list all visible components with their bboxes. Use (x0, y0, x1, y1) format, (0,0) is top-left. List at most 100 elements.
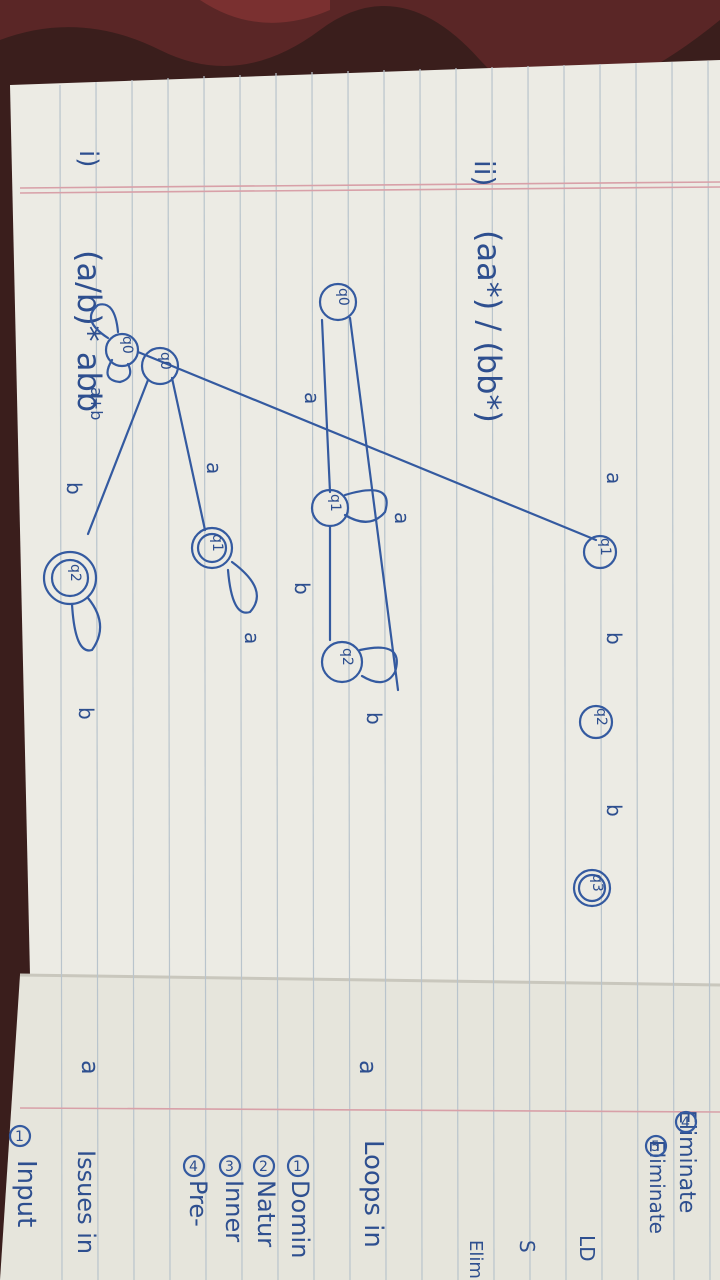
problem-2-label: ii) (468, 160, 501, 186)
dfa2-q1-inner (196, 532, 228, 564)
dfa2-q0-circle (140, 346, 180, 386)
margin-line-bottom (19, 1107, 720, 1113)
dfa1-state-q0-text: q0 (335, 288, 351, 306)
p1-state-q1: q1 (597, 538, 613, 556)
p1-transition-0-text: a (602, 472, 626, 484)
next-page-text-9: Pre- (184, 1180, 212, 1227)
next-page-item-8: Domin (286, 1180, 314, 1258)
next-page-text-7: Natur (252, 1180, 280, 1247)
next-page-item-14: Input (11, 1160, 41, 1227)
dfa1-q0-circle (318, 282, 358, 322)
dfa1-state-q2-text: q2 (339, 648, 355, 666)
p1-transition-0: a (602, 472, 626, 484)
next-page-text-14: Elim (465, 1240, 486, 1279)
dfa2-label-0-text: a (202, 462, 226, 474)
p1-loop-label: a+b (87, 387, 106, 420)
next-page-item-10: Inner (220, 1180, 248, 1242)
dfa2-q2-inner (50, 558, 90, 598)
problem-1-label-group: i) (73, 150, 103, 167)
next-page-item-7: a (354, 1060, 382, 1075)
dfa2-state-q2: q2 (67, 564, 83, 582)
dfa1-self-loop-q1 (343, 489, 388, 523)
notebook-page-next (0, 975, 720, 1280)
p1-transition-2-text: b (602, 804, 626, 817)
problem-1-label: i) (73, 150, 103, 167)
dfa1-label-3-text: b (362, 712, 386, 725)
problem-1-expression-group: (a/b)* abb (70, 250, 108, 412)
next-page-number-circles: 4 5 1 2 3 4 1 (8, 1110, 698, 1178)
dfa1-q2-circle (320, 640, 364, 684)
dfa1-state-q1: q1 (327, 494, 343, 512)
dfa2-self-loop-q2 (70, 596, 102, 652)
next-page-text-8: Inner (220, 1180, 248, 1242)
self-loop-q0 (89, 303, 120, 340)
dfa2-label-3: b (74, 707, 98, 720)
dfa2-state-q1-text: q1 (209, 534, 225, 552)
dfa1-state-q1-text: q1 (327, 494, 343, 512)
p1-state-q2: q2 (593, 708, 609, 726)
state-q3-circle (572, 868, 612, 908)
next-page-item-11: Pre- (184, 1180, 212, 1227)
dfa1-label-1: a (390, 512, 414, 524)
margin-line-top-2 (19, 186, 720, 194)
dfa2-label-3-text: b (74, 707, 98, 720)
dfa1-edge-q0-q1 (320, 318, 332, 494)
num-c: 3 (225, 1159, 234, 1175)
p1-state-q1-text: q1 (597, 538, 613, 556)
dfa2-state-q0-text: q0 (157, 352, 173, 370)
num-4: 4 (681, 1115, 690, 1131)
next-page-text-11: a (76, 1060, 104, 1075)
state-q2-circle (578, 704, 614, 740)
next-page-item-5: Elim (465, 1240, 486, 1279)
num-b: 2 (259, 1159, 268, 1175)
next-page-item-12: Issues in (72, 1150, 100, 1254)
next-page-item-13: a (76, 1060, 104, 1075)
dfa2-q2-circle (42, 550, 98, 606)
dfa2-label-0: a (202, 462, 226, 474)
ruled-lines (59, 60, 711, 1280)
num-circle-b (252, 1154, 276, 1178)
dfa1-label-1-text: a (390, 512, 414, 524)
next-page-item-3: LD (575, 1235, 599, 1262)
self-loop-q0-b (106, 358, 132, 384)
p1-state-q0: q0 (119, 336, 135, 354)
p1-transition-2: b (602, 804, 626, 817)
dfa1-label-3: b (362, 712, 386, 725)
dfa2-label-2: b (62, 482, 86, 495)
next-page-text-13: S (515, 1240, 539, 1253)
next-page-text-12: Input (11, 1160, 41, 1227)
dfa1-label-0-text: a (300, 392, 324, 404)
dfa2-state-q2-text: q2 (67, 564, 83, 582)
num-d: 4 (189, 1159, 198, 1175)
p1-state-q3-text: q3 (589, 874, 605, 892)
dfa1-label-2: b (290, 582, 314, 595)
num-5: 5 (651, 1139, 660, 1155)
num-circle-e (8, 1124, 32, 1148)
p1-loop-label-text: a+b (87, 387, 106, 420)
num-circle-c (218, 1154, 242, 1178)
num-circle-a (286, 1154, 310, 1178)
p1-state-q2-text: q2 (593, 708, 609, 726)
next-page-text-5: Loops in (358, 1140, 388, 1248)
problem-2-expression-group: (aa*) / (bb*) (470, 230, 508, 423)
dfa1-state-q0: q0 (335, 288, 351, 306)
problem-2-label-group: ii) (468, 160, 501, 186)
problem-2-expression: (aa*) / (bb*) (470, 230, 508, 423)
dfa1-edge-q0-q2 (348, 316, 400, 692)
problem-1-expression: (a/b)* abb (70, 250, 108, 412)
margin-line-top (19, 181, 720, 189)
fabric-pattern-2 (200, 0, 330, 23)
p1-transition-1-text: b (602, 632, 626, 645)
state-q1-circle (582, 534, 618, 570)
next-page-item-9: Natur (252, 1180, 280, 1247)
dfa2-state-q1: q1 (209, 534, 225, 552)
dfa2-self-loop-q1 (226, 560, 258, 614)
next-page-item-6: Loops in (358, 1140, 388, 1248)
dfa1-label-0: a (300, 392, 324, 404)
state-q3-inner (577, 873, 607, 903)
next-page-text-6: Domin (286, 1180, 314, 1258)
dfa2-label-2-text: b (62, 482, 86, 495)
num-circle-d (182, 1154, 206, 1178)
page-fold (19, 973, 720, 987)
